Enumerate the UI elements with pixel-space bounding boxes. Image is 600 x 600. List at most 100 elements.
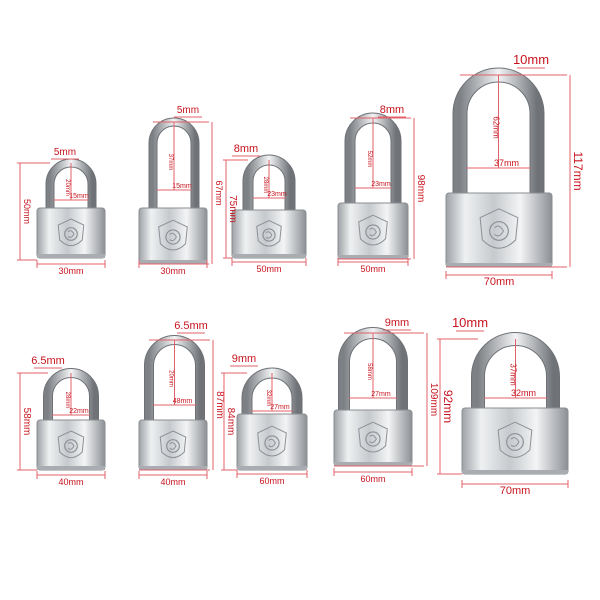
shackle-wire-label: 9mm bbox=[232, 353, 256, 365]
lock-base bbox=[338, 255, 408, 259]
lock-body bbox=[333, 409, 413, 467]
dimension-lines bbox=[138, 332, 214, 479]
total-height-label: 67mm bbox=[214, 180, 224, 205]
shackle-gap-label: 22mm bbox=[69, 408, 89, 415]
dimension-lines bbox=[337, 116, 415, 266]
swirl-detail bbox=[67, 442, 75, 450]
total-height-label: 50mm bbox=[22, 199, 32, 224]
shackle-gap-label: 48mm bbox=[173, 398, 193, 405]
dimension-lines bbox=[221, 365, 308, 478]
dimension-lines bbox=[437, 330, 569, 488]
body-width-label: 40mm bbox=[58, 477, 83, 487]
shackle-wire-label: 8mm bbox=[380, 104, 404, 116]
shackle-gap-label: 27mm bbox=[270, 404, 290, 411]
swirl-detail bbox=[268, 438, 276, 448]
shackle-gap-label: 27mm bbox=[371, 391, 391, 398]
shield-icon bbox=[358, 421, 388, 453]
body-width-label: 60mm bbox=[259, 476, 284, 486]
lock-base bbox=[237, 466, 307, 470]
swirl-detail bbox=[510, 437, 520, 447]
lock-base bbox=[139, 466, 207, 470]
dimension-lines bbox=[17, 158, 106, 268]
shield-icon bbox=[158, 219, 188, 251]
shackle-height-label: 58mm bbox=[366, 363, 372, 380]
lock-base bbox=[232, 254, 306, 258]
lock-base bbox=[37, 466, 105, 470]
shackle-gap-label: 15mm bbox=[172, 183, 192, 190]
shackle-gap-label: 37mm bbox=[494, 158, 519, 168]
dimension-lines bbox=[138, 116, 213, 268]
body-width-label: 30mm bbox=[160, 266, 185, 276]
shackle-height-label: 37mm bbox=[167, 154, 173, 171]
shackle-height-label: 20mm bbox=[64, 179, 70, 196]
shackle-wire-label: 5mm bbox=[177, 105, 199, 116]
shackle-height-label: 32mm bbox=[265, 390, 271, 407]
swirl-detail bbox=[494, 225, 505, 237]
swirl-icon bbox=[165, 229, 181, 245]
lock-body bbox=[461, 407, 569, 475]
total-height-label: 84mm bbox=[225, 408, 236, 436]
lock-body bbox=[36, 419, 106, 471]
shield-icon bbox=[479, 208, 519, 249]
shield-icon bbox=[256, 220, 282, 247]
total-height-label: 58mm bbox=[21, 408, 32, 436]
swirl-icon bbox=[489, 221, 509, 241]
dimension-lines bbox=[223, 155, 307, 266]
shackle-height-label: 28mm bbox=[64, 392, 70, 409]
shackle-wire-label: 8mm bbox=[234, 143, 258, 155]
shackle-wire-label: 6.5mm bbox=[31, 355, 65, 367]
dimension-lines bbox=[445, 67, 571, 279]
shackle-wire-label: 9mm bbox=[385, 317, 409, 329]
lock-body bbox=[236, 413, 308, 471]
lock-body bbox=[231, 209, 307, 259]
lock-body bbox=[138, 419, 208, 471]
body-width-label: 40mm bbox=[160, 477, 185, 487]
swirl-icon bbox=[365, 431, 381, 447]
total-height-label: 92mm bbox=[441, 390, 455, 423]
body-width-label: 70mm bbox=[484, 276, 515, 288]
shackle-height-label: 52mm bbox=[366, 151, 372, 168]
shield-icon bbox=[257, 425, 287, 457]
total-height-label: 87mm bbox=[214, 391, 225, 419]
shackle-gap-label: 23mm bbox=[267, 191, 287, 198]
shield-icon bbox=[358, 214, 388, 246]
swirl-icon bbox=[64, 227, 78, 241]
body-width-label: 30mm bbox=[58, 266, 83, 276]
total-height-label: 75mm bbox=[227, 195, 238, 223]
shackle-gap-label: 15mm bbox=[69, 193, 89, 200]
swirl-detail bbox=[369, 434, 377, 444]
lock-body bbox=[445, 192, 553, 268]
swirl-icon bbox=[264, 435, 280, 451]
lock-base bbox=[334, 462, 412, 466]
shackle-gap-label: 23mm bbox=[371, 181, 391, 188]
shackle-height-label: 20mm bbox=[168, 370, 174, 387]
lock-body bbox=[138, 207, 208, 265]
swirl-icon bbox=[506, 433, 524, 451]
shield-icon bbox=[57, 218, 85, 247]
shield-icon bbox=[57, 430, 85, 459]
total-height-label: 117mm bbox=[571, 151, 585, 190]
body-width-label: 60mm bbox=[360, 474, 385, 484]
shield-icon bbox=[497, 421, 533, 458]
shackle-wire-label: 10mm bbox=[452, 315, 488, 330]
lock-base bbox=[462, 470, 568, 474]
swirl-detail bbox=[67, 230, 75, 238]
lock-body bbox=[337, 202, 409, 260]
lock-base bbox=[446, 263, 552, 267]
swirl-icon bbox=[64, 439, 78, 453]
shackle-height-label: 62mm bbox=[492, 116, 501, 139]
body-width-label: 70mm bbox=[500, 485, 531, 497]
padlock: 5mm 67mm 30mm 37mm 15mm bbox=[138, 105, 224, 276]
shackle-wire-label: 10mm bbox=[513, 52, 549, 67]
lock-base bbox=[139, 260, 207, 264]
shackle-height-label: 37mm bbox=[509, 363, 518, 386]
